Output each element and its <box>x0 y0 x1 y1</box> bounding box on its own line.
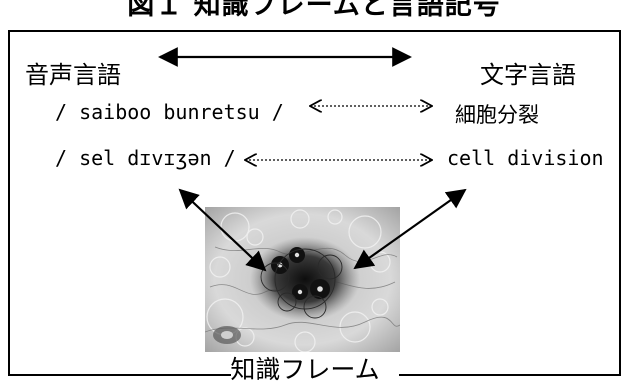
knowledge-frame-image <box>205 207 400 352</box>
spoken-language-heading: 音声言語 <box>25 61 121 89</box>
diagram-frame <box>8 30 621 374</box>
jp-written-term: 細胞分裂 <box>455 103 539 127</box>
en-phonetic-reading: / sel dɪvɪʒən / <box>55 146 236 170</box>
written-language-heading: 文字言語 <box>480 61 576 89</box>
figure-title: 図１ 知識フレームと言語記号 <box>127 0 501 21</box>
knowledge-frame-caption: 知識フレーム <box>230 355 380 384</box>
fractal-image <box>205 207 400 352</box>
diagram-frame-bottom-left <box>8 374 231 376</box>
jp-phonetic-reading: / saiboo bunretsu / <box>55 100 284 124</box>
diagram-frame-bottom-right <box>399 374 621 376</box>
en-written-term: cell division <box>447 146 604 170</box>
